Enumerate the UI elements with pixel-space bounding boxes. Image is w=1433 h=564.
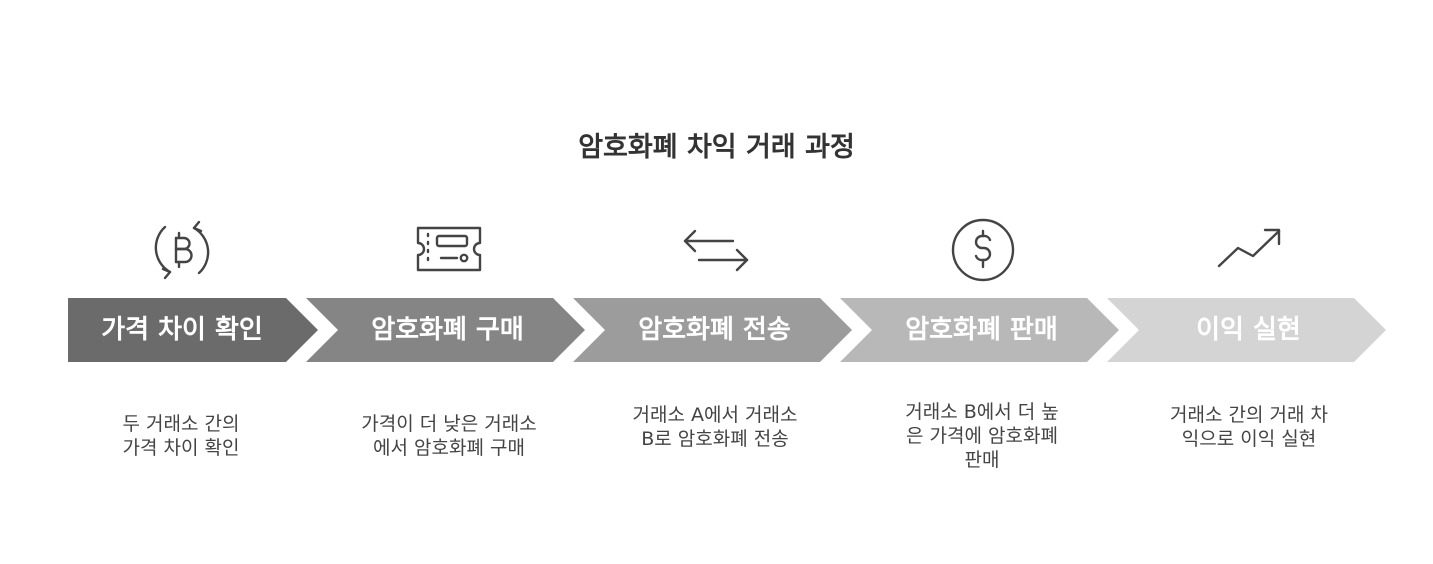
diagram-title: 암호화폐 차익 거래 과정 [578, 132, 855, 163]
step-1-label: 가격 차이 확인 [101, 315, 263, 345]
trend-up-icon [1215, 218, 1285, 282]
dollar-coin-icon [948, 218, 1018, 282]
ticket-icon [414, 218, 484, 282]
step-3-description: 거래소 A에서 거래소 B로 암호화폐 전송 [632, 404, 798, 450]
transfer-arrows-icon [681, 218, 751, 282]
step-4-arrow [840, 298, 1119, 362]
step-1-arrow [68, 298, 318, 362]
step-1-description: 두 거래소 간의 가격 차이 확인 [122, 413, 240, 459]
step-2-arrow [306, 298, 585, 362]
step-5-label: 이익 실현 [1196, 315, 1301, 345]
bitcoin-refresh-icon [147, 218, 217, 282]
step-5-description: 거래소 간의 거래 차 익으로 이익 실현 [1170, 404, 1328, 450]
step-2-description: 가격이 더 낮은 거래소 에서 암호화폐 구매 [361, 413, 537, 459]
step-5-arrow [1107, 298, 1386, 362]
step-3-label: 암호화폐 전송 [638, 315, 791, 345]
step-4-label: 암호화폐 판매 [905, 315, 1058, 345]
step-4-description: 거래소 B에서 더 높 은 가격에 암호화폐 판매 [905, 401, 1059, 471]
step-2-label: 암호화폐 구매 [371, 315, 524, 345]
step-3-arrow [573, 298, 852, 362]
